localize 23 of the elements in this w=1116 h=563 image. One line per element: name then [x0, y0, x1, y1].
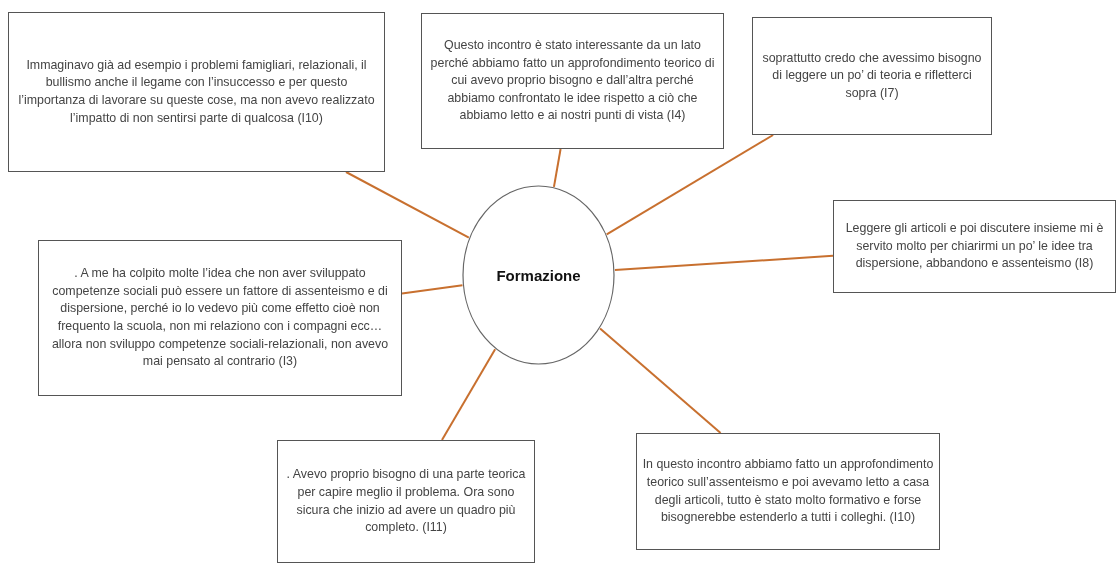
quote-text: soprattutto credo che avessimo bisogno di leggere un po’ di teoria e rifletterci sopra (I7) [761, 49, 983, 102]
quote-box [8, 12, 385, 172]
quote-box [636, 433, 940, 550]
quote-box [421, 13, 724, 149]
topic-title: Formazione [496, 266, 581, 284]
connector-line [345, 171, 470, 239]
connector-line [441, 348, 497, 441]
quote-text: In questo incontro abbiamo fatto un approfondimento teorico sull’assenteismo e poi avevamo letto a casa degli articoli, tutto è stato molto formativo e forse bisognerebbe estenderlo a tutti i colleghi. (I10) [641, 456, 935, 527]
topic-circle [462, 185, 615, 365]
quote-box [833, 200, 1116, 293]
quote-box [277, 440, 535, 563]
quote-text: . A me ha colpito molte l’idea che non aver sviluppato competenze sociali può essere un fattore di assenteismo e di dispersione, perché io lo vedevo più come effetto cioè non frequento la scuola, non mi relaziono con i compagni ecc…allora non sviluppo competenze sociali-relazionali, non avevo mai pensato al contrario (I3) [50, 265, 390, 371]
quote-box [752, 17, 992, 135]
connector-line [613, 254, 834, 271]
quote-text: . Avevo proprio bisogno di una parte teorica per capire meglio il problema. Ora sono sicura che inizio ad avere un quadro più completo. (I11) [285, 466, 527, 537]
connector-line [605, 134, 775, 236]
quote-box [38, 240, 402, 396]
connector-line [599, 327, 722, 434]
quote-text: Leggere gli articoli e poi discutere insieme mi è servito molto per chiarirmi un po’ le idee tra dispersione, abbandono e assenteismo (I8) [844, 220, 1105, 273]
quote-text: Immaginavo già ad esempio i problemi famigliari, relazionali, il bullismo anche il legame con l’insuccesso e per questo l’importanza di lavorare su queste cose, ma non avevo realizzato l’impatto di non sentirsi parte di qualcosa (I10) [17, 56, 376, 127]
quote-text: Questo incontro è stato interessante da un lato perché abbiamo fatto un approfondimento teorico di cui avevo proprio bisogno e dall’altra perché abbiamo confrontato le idee rispetto a ciò che abbiamo letto e ai nostri punti di vista (I4) [429, 36, 716, 125]
connector-line [401, 284, 464, 295]
connector-line [552, 148, 562, 188]
